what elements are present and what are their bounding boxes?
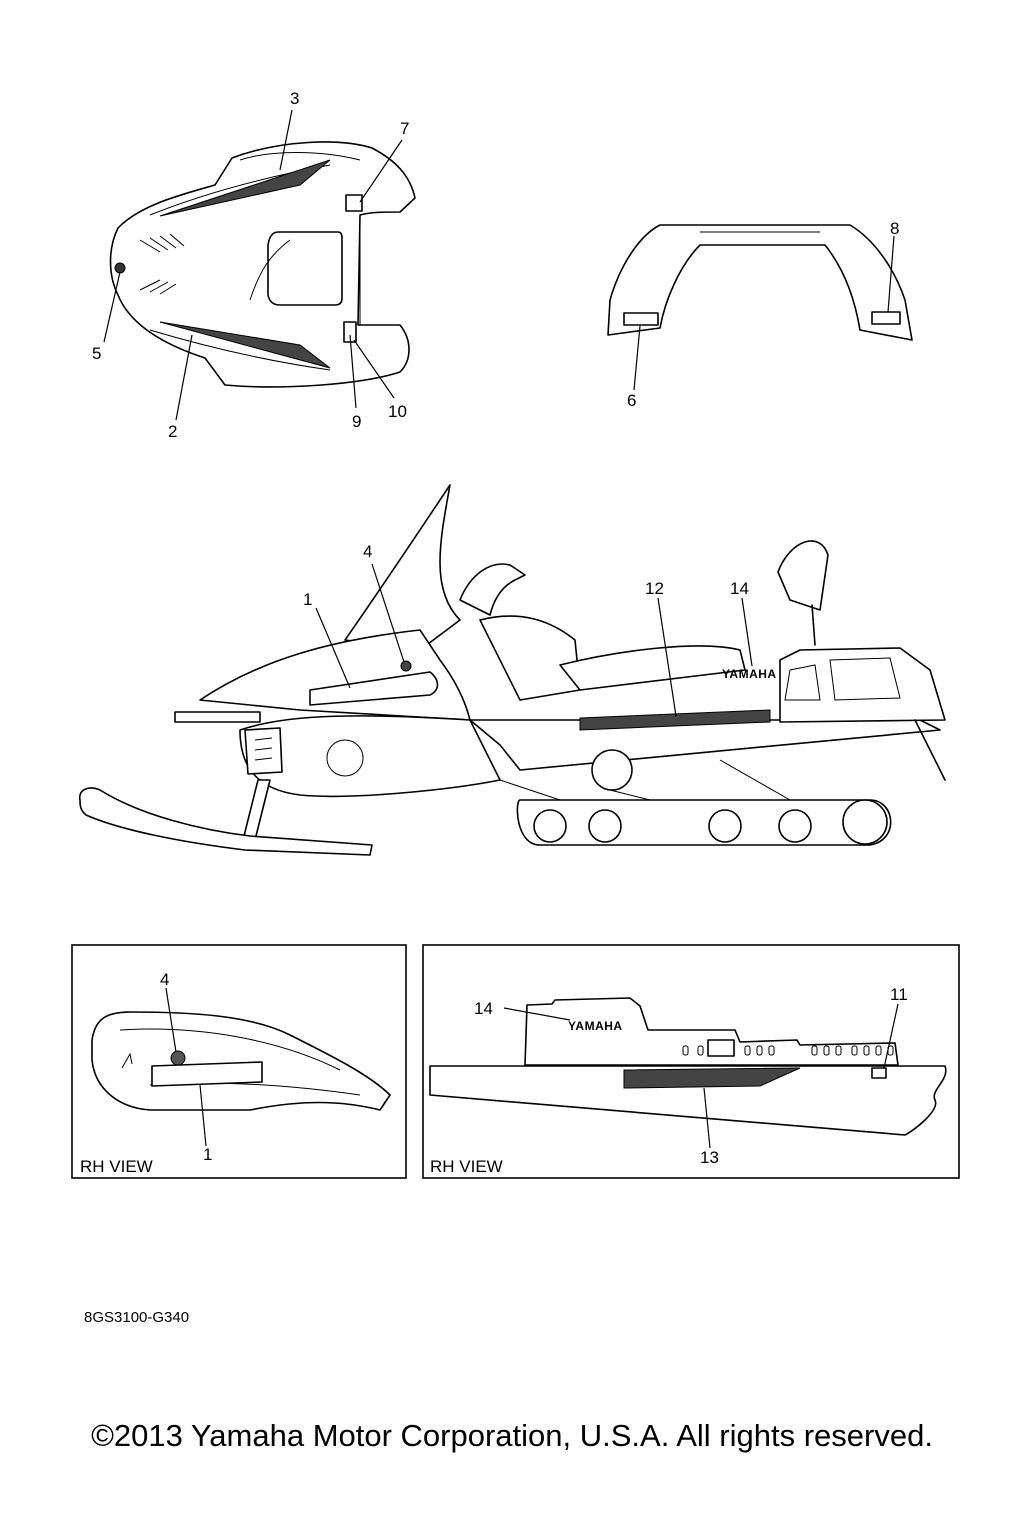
inset-left-view-label: RH VIEW — [80, 1157, 153, 1176]
callout-6: 6 — [627, 391, 636, 410]
side-brand-decal: YAMAHA — [722, 667, 777, 681]
inset-left-hood — [91, 1011, 391, 1111]
hood-top-view — [109, 141, 416, 388]
inset-right-frame — [422, 944, 960, 1179]
bar-leader-lines — [633, 235, 895, 391]
callout-8: 8 — [890, 219, 899, 238]
inset-brand-decal: YAMAHA — [568, 1019, 623, 1033]
callout-3: 3 — [290, 89, 299, 108]
callout-9: 9 — [352, 412, 361, 431]
callout-2: 2 — [168, 422, 177, 441]
inset-right-callout-14: 14 — [474, 999, 493, 1018]
callout-14: 14 — [730, 579, 749, 598]
callout-5: 5 — [92, 344, 101, 363]
side-leader-lines — [315, 563, 753, 717]
callout-12: 12 — [645, 579, 664, 598]
snowmobile-side-view: YAMAHA — [78, 484, 946, 856]
callout-10: 10 — [388, 402, 407, 421]
inset-right-view-label: RH VIEW — [430, 1157, 503, 1176]
inset-right-callout-11: 11 — [890, 985, 908, 1004]
inset-left-callout-1: 1 — [203, 1145, 212, 1164]
inset-left-frame — [71, 944, 407, 1179]
grab-bar — [607, 224, 913, 341]
hood-leader-lines — [103, 109, 403, 421]
copyright-notice: ©2013 Yamaha Motor Corporation, U.S.A. A… — [91, 1418, 933, 1453]
drawing-code: 8GS3100-G340 — [84, 1309, 190, 1326]
inset-right-callout-13: 13 — [700, 1148, 719, 1167]
callout-7: 7 — [400, 119, 409, 138]
callout-1: 1 — [303, 590, 312, 609]
callout-4: 4 — [363, 542, 372, 561]
inset-left-callout-4: 4 — [160, 970, 169, 989]
inset-right-tunnel: YAMAHA — [429, 997, 947, 1136]
